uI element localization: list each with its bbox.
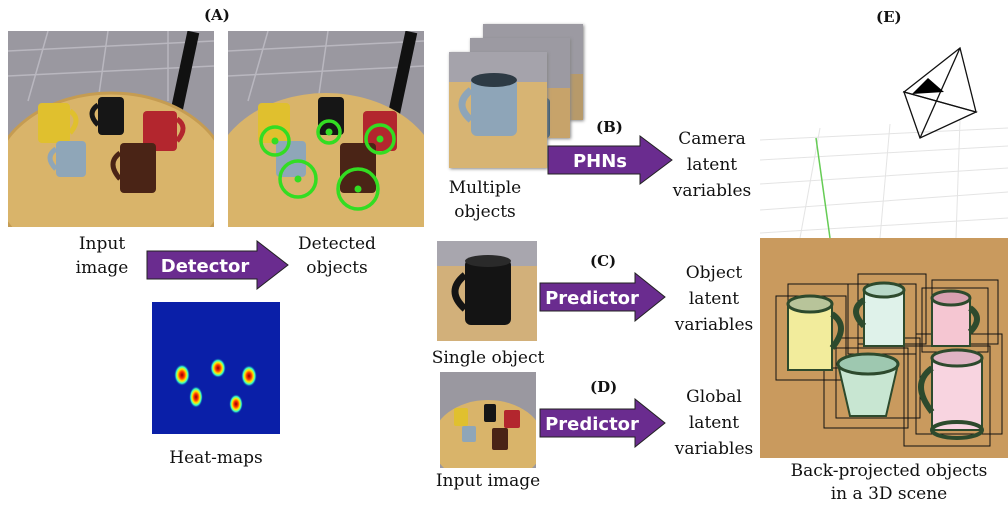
single-object-photo [437,241,537,341]
global-line2: latent [688,413,740,433]
heatmap-blobs [174,358,257,414]
input-image-d-label: Input image [435,471,541,491]
camera-latent-label: Camera latent variables [672,126,752,204]
object-latent-label: Object latent variables [664,260,764,338]
panel-d-letter: (D) [590,378,618,396]
object-line3: variables [674,315,754,335]
panel-a-letter: (A) [204,6,230,24]
phns-arrow: PHNs [547,135,673,185]
object-predictor-arrow: Predictor [539,272,666,322]
camera-line1: Camera [678,129,746,149]
panel-b-letter: (B) [596,118,623,136]
caption-line1: Back-projected objects [790,461,988,481]
mug-scene-illustration [8,31,214,227]
multiple-objects-line1: Multiple [448,178,522,198]
yellow-mug-wireframe [786,294,844,371]
object-line1: Object [685,263,743,283]
input-image-label-line2: image [75,258,129,278]
blue-mug-wireframe [836,352,900,417]
phns-arrow-text: PHNs [573,151,627,172]
camera-frustum [902,46,978,139]
detected-label-line2: objects [306,258,368,278]
caption-line2: in a 3D scene [830,484,948,504]
detection-circle [259,125,291,157]
global-predictor-arrow-text: Predictor [545,414,639,435]
3d-scene-render [760,46,1008,458]
panel-c-letter: (C) [590,252,617,270]
white-mug-wireframe [853,281,906,347]
detector-arrow: Detector [146,240,289,290]
input-image-photo [8,31,214,227]
back-projected-caption: Back-projected objects in a 3D scene [770,460,1008,506]
small-scene-illustration [440,372,536,468]
detector-arrow-text: Detector [161,256,250,277]
global-input-photo [440,372,536,468]
global-latent-label: Global latent variables [664,384,764,462]
multiple-objects-line2: objects [454,202,516,222]
global-predictor-arrow: Predictor [539,398,666,448]
detected-label-line1: Detected [298,234,376,254]
single-object-label: Single object [431,348,545,368]
detection-circle [336,167,380,211]
global-line3: variables [674,439,754,459]
panel-e-letter: (E) [876,8,902,26]
detected-objects-photo [228,31,424,227]
black-mug-illustration [437,241,537,341]
detection-circle [364,123,396,155]
heatmaps-label: Heat-maps [169,448,263,468]
object-predictor-arrow-text: Predictor [545,288,639,309]
detected-scene-illustration [228,31,424,227]
camera-line2: latent [686,155,738,175]
pink-mug-wireframe [930,289,980,347]
brown-mug-wireframe [918,348,984,440]
multi-object-photo-front [449,52,547,168]
detected-objects-label: Detected objects [282,232,392,280]
camera-line3: variables [672,181,752,201]
global-line1: Global [686,387,742,407]
input-image-label: Input image [62,232,142,280]
object-line2: latent [688,289,740,309]
detection-circle [316,119,342,145]
multiple-objects-label: Multiple objects [440,176,530,224]
input-image-label-line1: Input [78,234,126,254]
blue-mug-illustration [449,52,547,168]
heatmap-image [152,302,280,434]
detection-circle [278,159,318,199]
